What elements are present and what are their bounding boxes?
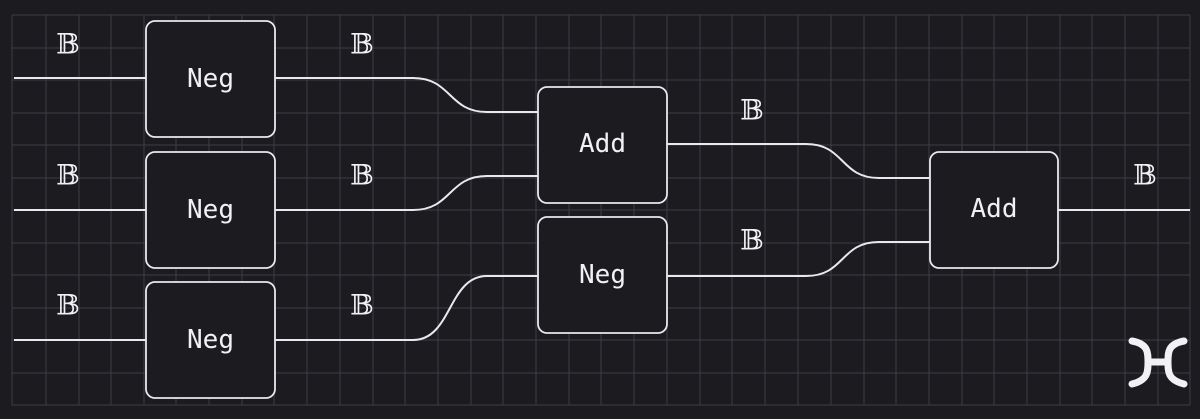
node-neg3-label: Neg	[187, 325, 234, 355]
node-neg1-box	[145, 20, 276, 138]
operation-nodes: Neg Neg Neg Add Neg Add	[145, 20, 1059, 399]
node-neg3-box	[145, 281, 276, 399]
h-logo-icon	[1128, 337, 1188, 388]
node-neg4[interactable]: Neg	[537, 216, 668, 334]
type-label-input-3: 𝔹	[56, 289, 80, 322]
wire-add1-to-add2	[667, 143, 930, 179]
node-neg2-box	[145, 151, 276, 269]
node-add2[interactable]: Add	[929, 151, 1059, 269]
node-add2-box	[929, 151, 1059, 269]
type-label-add1-output: 𝔹	[740, 94, 764, 127]
type-label-input-1: 𝔹	[56, 28, 80, 61]
wires	[14, 77, 1190, 341]
type-label-neg1-output: 𝔹	[350, 28, 374, 61]
node-neg3[interactable]: Neg	[145, 281, 276, 399]
wire-neg3-to-neg4	[275, 275, 538, 341]
node-neg4-box	[537, 216, 668, 334]
wire-neg4-to-add2	[667, 241, 930, 277]
node-add1[interactable]: Add	[537, 86, 668, 204]
type-label-neg2-output: 𝔹	[350, 159, 374, 192]
wire-neg1-to-add1	[275, 77, 538, 113]
node-add1-box	[537, 86, 668, 204]
wire-type-labels: 𝔹 𝔹 𝔹 𝔹 𝔹 𝔹 𝔹 𝔹 𝔹	[56, 28, 1157, 322]
type-label-input-2: 𝔹	[56, 159, 80, 192]
type-label-output: 𝔹	[1133, 159, 1157, 192]
node-neg2[interactable]: Neg	[145, 151, 276, 269]
type-label-neg4-output: 𝔹	[740, 224, 764, 257]
node-neg1[interactable]: Neg	[145, 20, 276, 138]
node-neg2-label: Neg	[187, 195, 234, 225]
node-add1-label: Add	[579, 129, 626, 159]
node-neg4-label: Neg	[579, 260, 626, 290]
node-neg1-label: Neg	[187, 64, 234, 94]
type-label-neg3-output: 𝔹	[350, 289, 374, 322]
wire-neg2-to-add1	[275, 175, 538, 211]
node-add2-label: Add	[971, 194, 1018, 224]
